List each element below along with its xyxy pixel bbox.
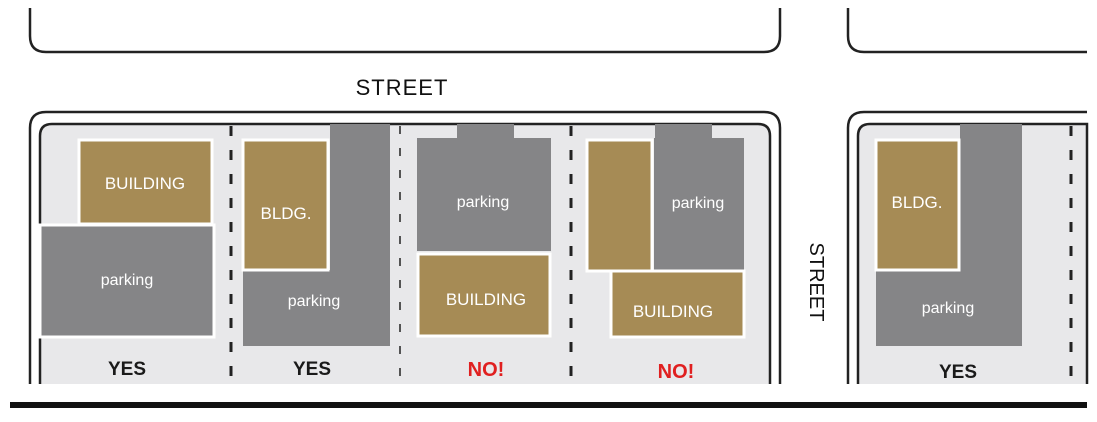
verdict-label: YES [939, 362, 977, 383]
driveway [457, 124, 514, 140]
left-block-outline-outer [28, 110, 782, 384]
lot-2: parking BLDG. YES [241, 124, 390, 380]
parking-area [38, 223, 216, 339]
parking-label: parking [922, 300, 974, 317]
building-label: BUILDING [633, 302, 713, 321]
lot-5: parking BLDG. YES [874, 124, 1022, 383]
building-footprint [241, 138, 330, 272]
parking-area [654, 138, 744, 271]
bottom-boundary-line [10, 402, 1087, 408]
verdict-label: YES [108, 359, 146, 380]
verdict-label: YES [293, 359, 331, 380]
parking-label: parking [457, 194, 509, 211]
upper-block-right [846, 8, 1087, 54]
building-footprint [416, 252, 552, 338]
lot-4: parking BUILDING NO! [585, 124, 746, 383]
building-footprint [585, 138, 654, 273]
parking-label: parking [101, 272, 153, 289]
parking-area [243, 270, 390, 346]
lot-1: parking BUILDING YES [38, 138, 216, 380]
upper-block-left [28, 8, 782, 54]
parking-area [417, 138, 551, 251]
building-footprint [77, 138, 214, 226]
street-label-top: STREET [356, 75, 449, 100]
parking-label: parking [288, 293, 340, 310]
parking-area [876, 270, 1022, 346]
right-block-outline-outer [846, 110, 1087, 384]
street-label-side: STREET [805, 243, 827, 322]
building-label: BUILDING [446, 290, 526, 309]
building-label: BLDG. [260, 204, 311, 223]
driveway [655, 124, 712, 140]
building-footprint [609, 269, 746, 339]
building-label: BUILDING [105, 174, 185, 193]
parking-label: parking [672, 195, 724, 212]
verdict-label: NO! [658, 361, 695, 383]
building-label: BLDG. [891, 193, 942, 212]
lot-3: parking BUILDING NO! [416, 124, 552, 381]
verdict-label: NO! [468, 359, 505, 381]
building-footprint [874, 138, 961, 272]
